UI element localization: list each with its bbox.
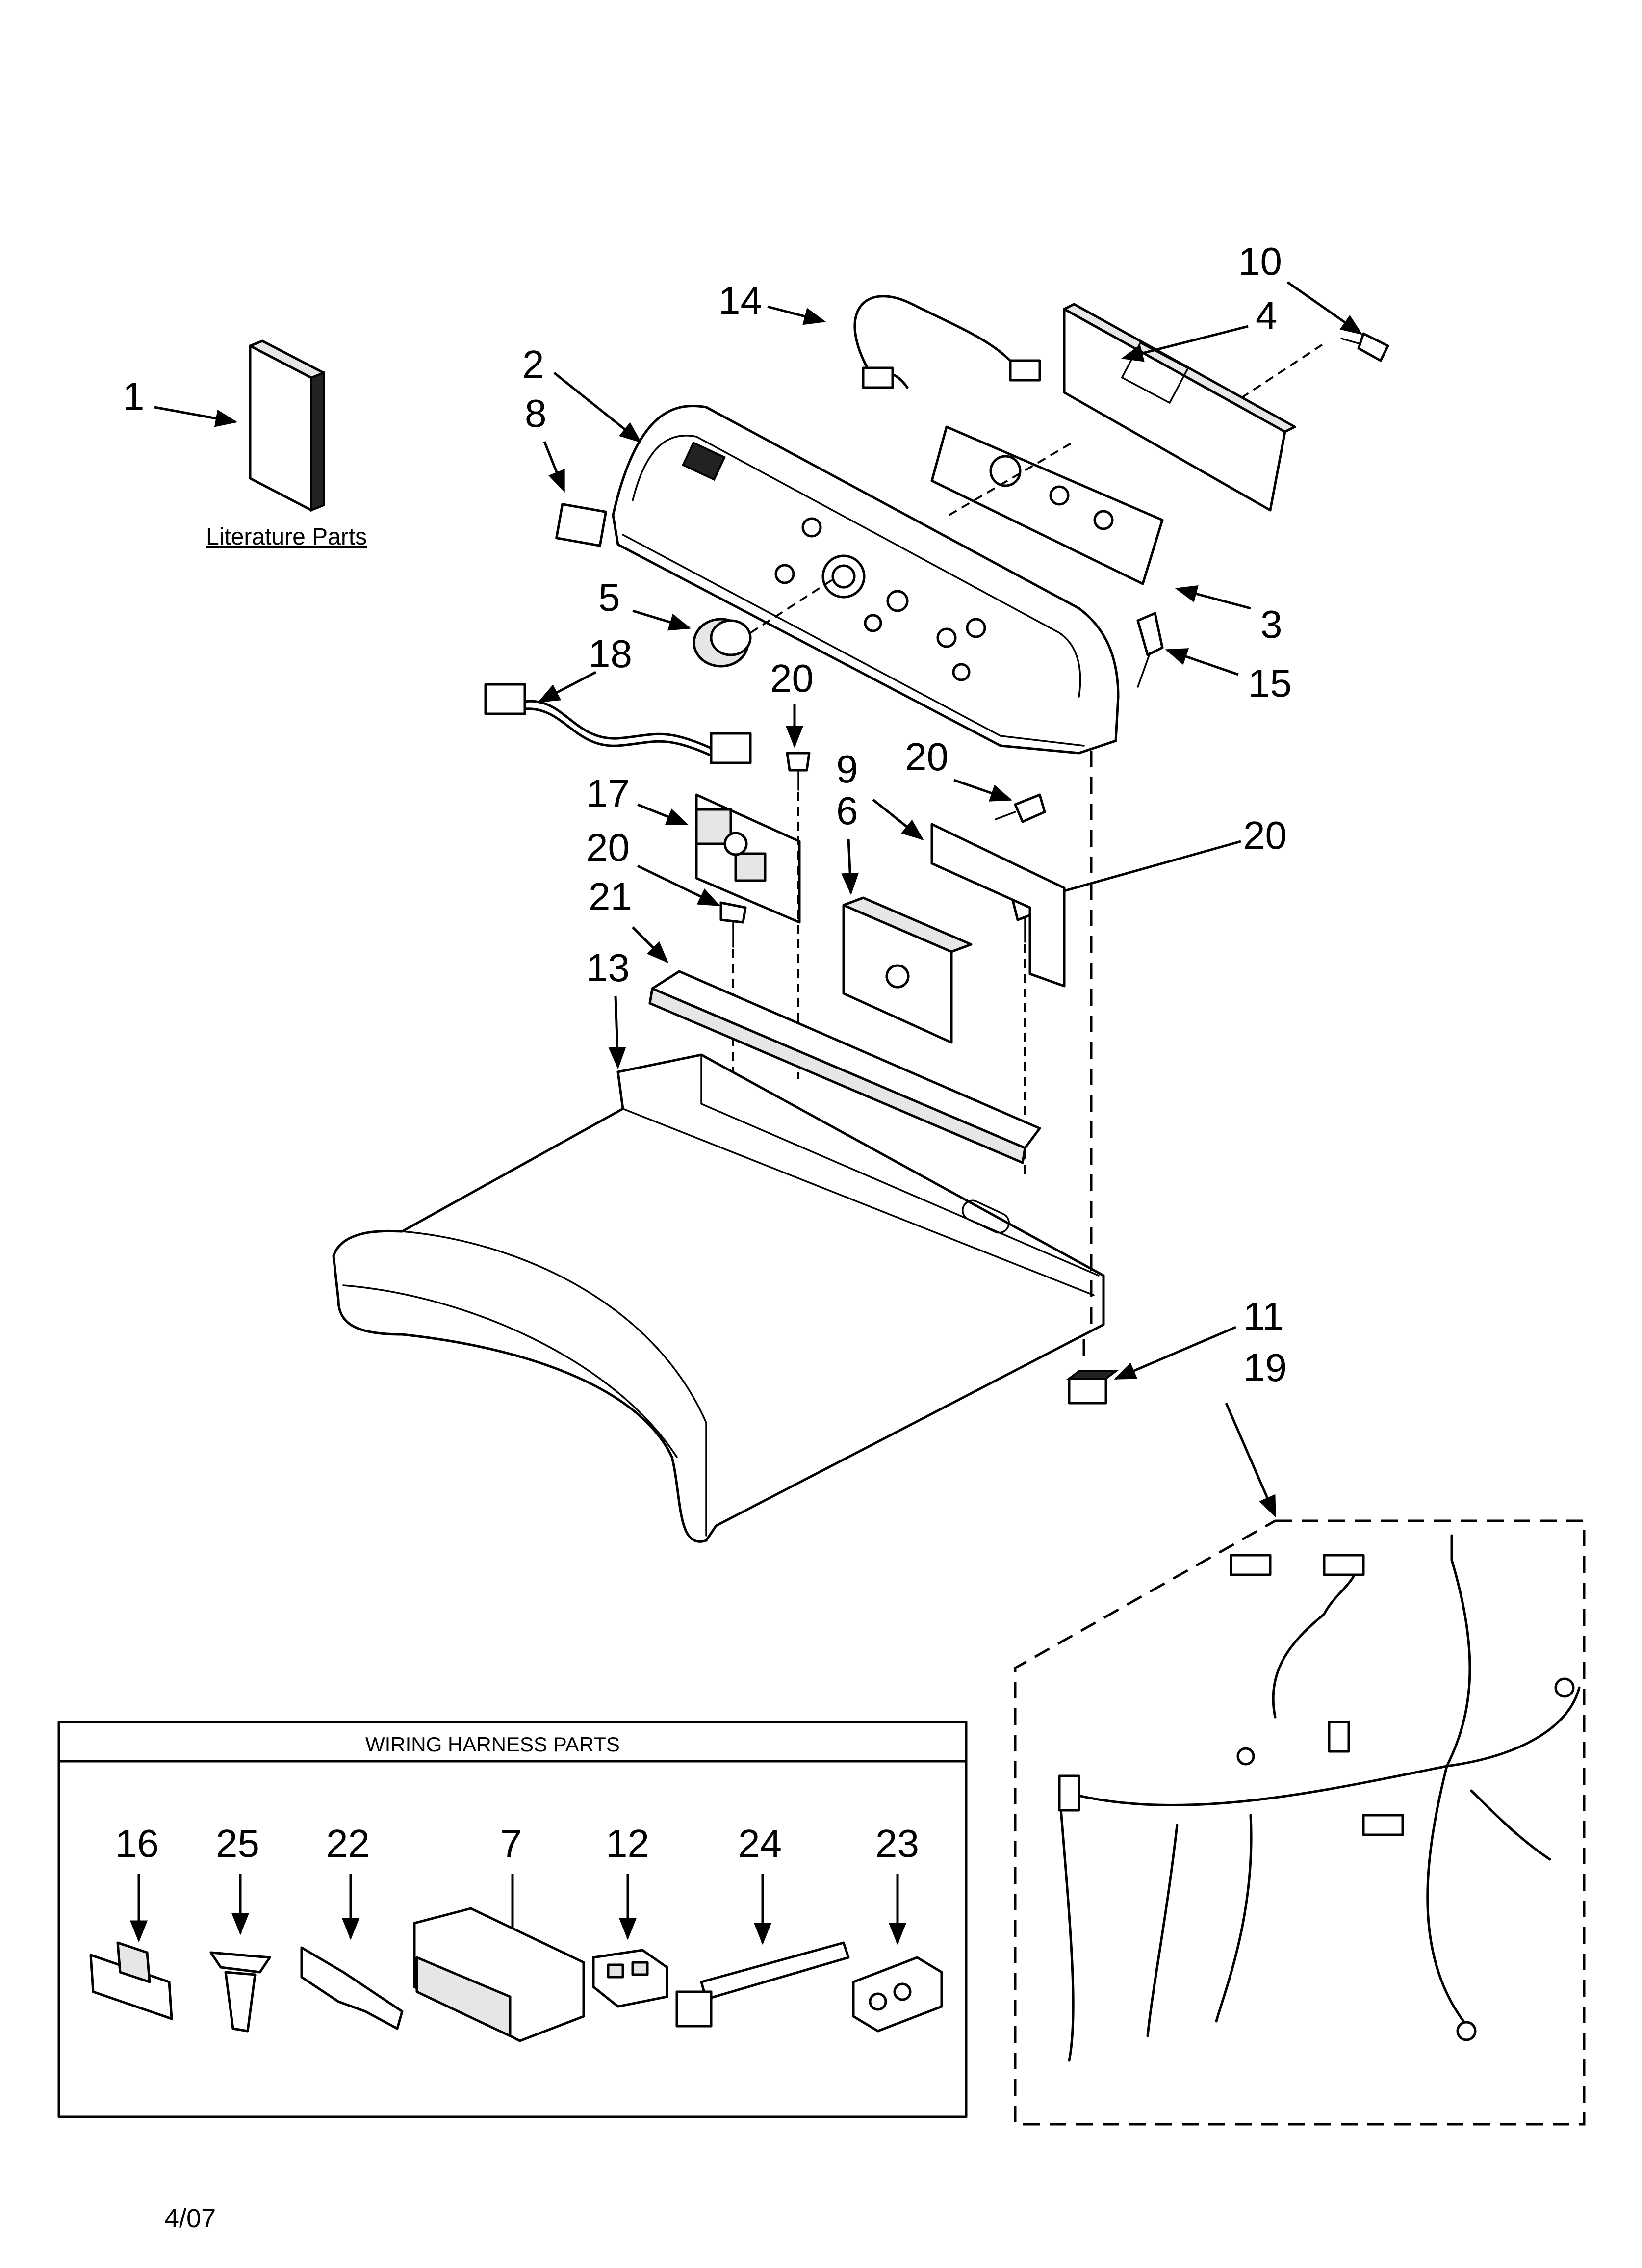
- leader-4: [1121, 325, 1249, 362]
- callout-3: 3: [1260, 602, 1283, 646]
- callout-18: 18: [589, 632, 632, 676]
- connector-housing: [89, 1941, 173, 2020]
- clip: [1066, 1370, 1119, 1405]
- leader-20-c: [953, 779, 1013, 802]
- callout-10: 10: [1238, 239, 1282, 283]
- callout-9: 9: [836, 747, 858, 791]
- fuse-holder: [852, 1956, 943, 2033]
- part-label-25: 25: [216, 1822, 259, 1865]
- callout-17: 17: [586, 772, 630, 815]
- console-panel: [612, 404, 1120, 755]
- leader-19: [1225, 1403, 1277, 1518]
- main-wire-harness: [1014, 1519, 1586, 2126]
- callout-14: 14: [718, 279, 762, 322]
- callout-20-d: 20: [1243, 813, 1287, 857]
- display-lens: [555, 503, 607, 547]
- leader-11: [1113, 1326, 1236, 1380]
- callout-6: 6: [836, 789, 858, 833]
- part-label-12: 12: [606, 1822, 649, 1865]
- push-clip: [209, 1951, 271, 2033]
- leader-6: [841, 838, 859, 895]
- leader-17: [637, 803, 689, 826]
- screw: [995, 793, 1046, 823]
- literature-booklet: [249, 339, 325, 512]
- callout-8: 8: [525, 391, 547, 435]
- leader-21: [632, 926, 669, 964]
- callout-20-b: 20: [586, 826, 630, 869]
- leader-18: [538, 671, 597, 703]
- leader-8: [543, 441, 565, 493]
- part-label-23: 23: [875, 1822, 919, 1865]
- wiring-harness-parts-title: WIRING HARNESS PARTS: [365, 1733, 620, 1756]
- screw: [786, 752, 811, 791]
- part-label-7: 7: [500, 1822, 522, 1865]
- timer-module: [842, 896, 973, 1044]
- cable-tie: [675, 1941, 850, 2028]
- screw: [719, 901, 747, 948]
- leader-15: [1165, 648, 1239, 676]
- part-label-24: 24: [738, 1822, 782, 1865]
- leader-20-b: [637, 864, 721, 907]
- top-panel: [332, 1053, 1105, 1543]
- electronic-control-board: [695, 793, 801, 924]
- leader-13: [608, 995, 626, 1069]
- screw: [1136, 612, 1164, 688]
- callout-20-a: 20: [770, 656, 814, 700]
- control-knob: [693, 618, 752, 668]
- mounting-bracket: [930, 823, 1066, 988]
- leader-5: [632, 609, 692, 631]
- callout-5: 5: [598, 575, 620, 619]
- callout-4: 4: [1256, 293, 1278, 337]
- part-label-22: 22: [326, 1822, 370, 1865]
- callout-21: 21: [589, 875, 632, 918]
- wiring-harness-parts-box: [57, 1721, 968, 2118]
- callout-13: 13: [586, 946, 630, 990]
- callout-19: 19: [1243, 1346, 1287, 1389]
- callout-1: 1: [123, 374, 145, 418]
- leader-1: [154, 406, 238, 427]
- console-mounting-strip: [648, 970, 1041, 1164]
- leader-9: [872, 799, 924, 840]
- jumper-harness: [484, 683, 752, 764]
- callout-20-c: 20: [905, 735, 949, 779]
- leader-2: [553, 372, 642, 443]
- literature-parts-label: Literature Parts: [206, 524, 367, 550]
- leader-10: [1286, 281, 1363, 335]
- connector-block: [413, 1907, 585, 2042]
- part-label-16: 16: [115, 1822, 159, 1865]
- leader-20-d: [1037, 840, 1241, 901]
- terminal: [300, 1946, 404, 2030]
- leader-3: [1175, 585, 1251, 610]
- plug-connector: [592, 1949, 668, 2008]
- control-housing: [1063, 303, 1296, 512]
- callout-15: 15: [1248, 661, 1292, 705]
- control-board: [930, 425, 1164, 585]
- date-code: 4/07: [164, 2204, 216, 2233]
- screw: [1340, 332, 1389, 362]
- callout-11: 11: [1243, 1294, 1284, 1338]
- callout-2: 2: [522, 342, 544, 386]
- leader-14: [767, 305, 826, 325]
